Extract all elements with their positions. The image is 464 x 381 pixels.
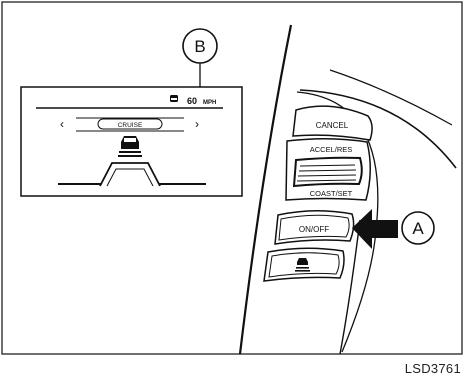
mode-pill xyxy=(97,118,163,130)
lead-vehicle-icon xyxy=(118,136,142,157)
callout-b-label: B xyxy=(194,37,205,56)
callout-a-arrow xyxy=(352,209,398,249)
display-panel: 60 MPH ‹ CRUISE › xyxy=(20,86,243,197)
figure-frame xyxy=(1,1,463,355)
callout-a-circle xyxy=(401,211,435,245)
on-off-switch[interactable]: ON/OFF xyxy=(274,209,355,245)
own-vehicle-road xyxy=(58,162,206,187)
on-off-label: ON/OFF xyxy=(299,225,329,234)
distance-switch[interactable] xyxy=(263,247,345,282)
steering-lower-outline xyxy=(339,219,361,355)
right-arrow: › xyxy=(195,117,199,131)
set-speed-unit: MPH xyxy=(203,100,216,106)
steering-spoke-inner xyxy=(329,69,453,126)
distance-icon xyxy=(295,258,310,272)
cancel-switch[interactable]: CANCEL xyxy=(292,105,373,141)
callout-a-label: A xyxy=(412,219,424,238)
coast-set-label: COAST/SET xyxy=(310,189,353,198)
rocker-lever[interactable] xyxy=(292,156,363,188)
steering-spoke-outline xyxy=(299,89,457,169)
left-arrow: ‹ xyxy=(60,117,64,131)
figure-code: LSD3761 xyxy=(404,361,461,376)
cruise-indicator-icon xyxy=(170,95,178,102)
mode-label: CRUISE xyxy=(118,122,143,129)
accel-res-label: ACCEL/RES xyxy=(310,145,353,154)
accel-coast-rocker[interactable]: ACCEL/RES COAST/SET xyxy=(285,137,371,201)
cancel-label: CANCEL xyxy=(316,121,349,130)
set-speed-value: 60 xyxy=(187,96,197,106)
steering-wheel-outline xyxy=(238,24,293,355)
